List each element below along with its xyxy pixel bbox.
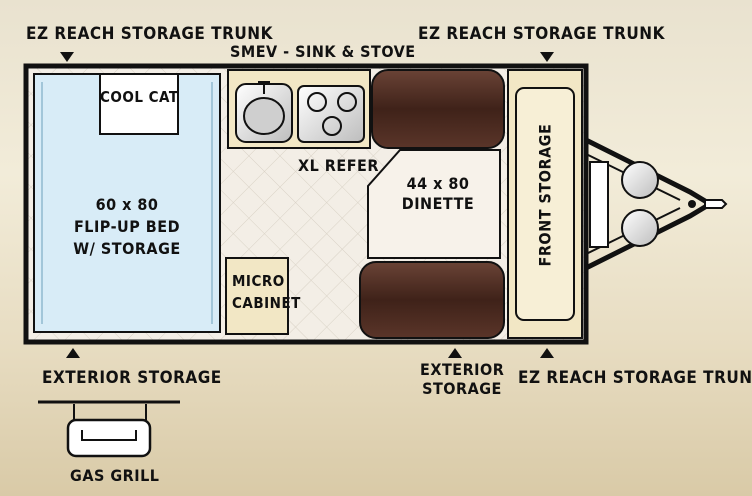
dinette — [359, 69, 505, 339]
micro-cabinet — [225, 257, 289, 335]
gas-grill — [38, 400, 180, 458]
front-storage — [507, 69, 583, 339]
label-micro-cabinet: MICRO CABINET — [232, 270, 301, 314]
arrow-down-icon — [540, 52, 554, 62]
arrow-down-icon — [60, 52, 74, 62]
micro-cabinet-line2: CABINET — [232, 294, 301, 312]
bed-type: FLIP-UP BED — [73, 217, 181, 236]
arrow-up-icon — [66, 348, 80, 358]
trailer-tongue — [580, 135, 728, 273]
bed-feature: W/ STORAGE — [73, 239, 181, 258]
dinette-table — [367, 149, 501, 259]
propane-tank-icon — [621, 209, 659, 247]
label-gas-grill: GAS GRILL — [70, 466, 160, 485]
bed — [33, 73, 221, 333]
label-front-storage: FRONT STORAGE — [535, 123, 555, 267]
label-top-left-trunk: EZ REACH STORAGE TRUNK — [26, 24, 273, 44]
galley — [227, 69, 371, 149]
label-exterior-storage-mid: EXTERIOR STORAGE — [420, 360, 504, 398]
dinette-size: 44 x 80 — [406, 174, 470, 193]
propane-tank-icon — [621, 161, 659, 199]
label-cool-cat: COOL CAT — [100, 88, 179, 106]
grill-icon — [66, 418, 152, 458]
cool-cat-unit — [99, 73, 179, 135]
label-refer: XL REFER — [298, 156, 379, 175]
bed-size: 60 x 80 — [95, 195, 159, 214]
dinette-name: DINETTE — [401, 194, 475, 213]
hitch-coupler-icon — [704, 199, 728, 209]
arrow-up-icon — [540, 348, 554, 358]
stove-icon — [297, 85, 365, 143]
dinette-seat-rear — [359, 261, 505, 339]
label-exterior-storage-left: EXTERIOR STORAGE — [42, 368, 222, 388]
arrow-up-icon — [448, 348, 462, 358]
label-bottom-right-trunk: EZ REACH STORAGE TRUNK — [518, 368, 752, 388]
dinette-seat-front — [371, 69, 505, 149]
label-dinette: 44 x 80 DINETTE — [392, 174, 484, 214]
exterior-storage-mid-line1: EXTERIOR — [420, 360, 505, 379]
exterior-storage-mid-line2: STORAGE — [422, 379, 502, 398]
label-top-right-trunk: EZ REACH STORAGE TRUNK — [418, 24, 665, 44]
micro-cabinet-line1: MICRO — [232, 272, 285, 290]
label-sink-stove: SMEV - SINK & STOVE — [230, 42, 416, 61]
label-bed: 60 x 80 FLIP-UP BED W/ STORAGE — [40, 194, 214, 260]
